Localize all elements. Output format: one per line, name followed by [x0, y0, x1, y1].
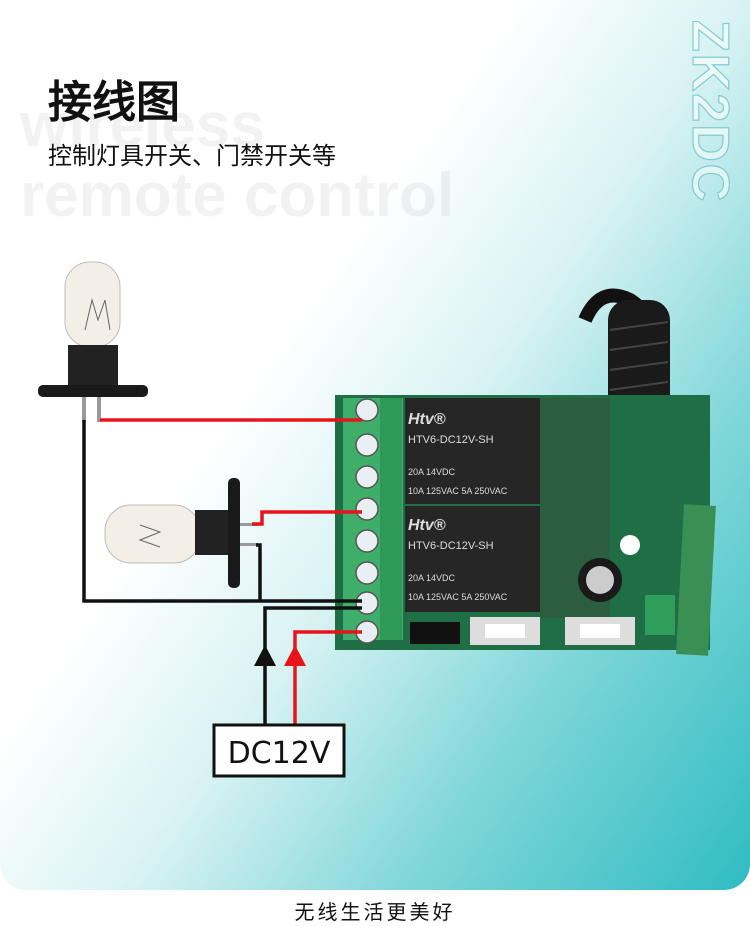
arrow-up-negative-icon	[254, 645, 276, 666]
arrow-up-positive-icon	[284, 645, 306, 666]
relay-1-rating2: 10A 125VAC 5A 250VAC	[408, 486, 508, 496]
wiring-diagram: Htv® HTV6-DC12V-SH 20A 14VDC 10A 125VAC …	[38, 261, 716, 778]
relay-2-rating1: 20A 14VDC	[408, 573, 456, 583]
brand-watermark: ZK2DC	[680, 19, 739, 204]
footer-slogan: 无线生活更美好	[294, 900, 456, 924]
wire-power-negative	[263, 606, 362, 725]
relay-1	[405, 398, 540, 504]
wire-lamp2-negative	[256, 543, 262, 601]
relay-module-board	[335, 395, 716, 656]
relay-1-rating1: 20A 14VDC	[408, 467, 456, 477]
power-box	[212, 723, 346, 778]
relay-2	[405, 506, 540, 612]
power-label: DC12V	[228, 736, 331, 771]
relay-2-rating2: 10A 125VAC 5A 250VAC	[408, 592, 508, 602]
lamp-1	[38, 261, 148, 422]
watermark-remote-control: remote control	[20, 161, 455, 230]
wire-power-positive	[293, 630, 362, 725]
wire-lamp1-negative	[82, 420, 362, 603]
relay-2-brand: Htv®	[408, 517, 446, 534]
relay-2-model: HTV6-DC12V-SH	[408, 540, 494, 552]
watermark-wireless: wireless	[20, 91, 265, 160]
page-subtitle: 控制灯具开关、门禁开关等	[48, 142, 336, 170]
relay-1-brand: Htv®	[408, 411, 446, 428]
page-title: 接线图	[48, 77, 180, 128]
relay-1-model: HTV6-DC12V-SH	[408, 434, 494, 446]
wire-lamp2-positive	[252, 510, 362, 526]
lamp-2	[104, 478, 258, 588]
